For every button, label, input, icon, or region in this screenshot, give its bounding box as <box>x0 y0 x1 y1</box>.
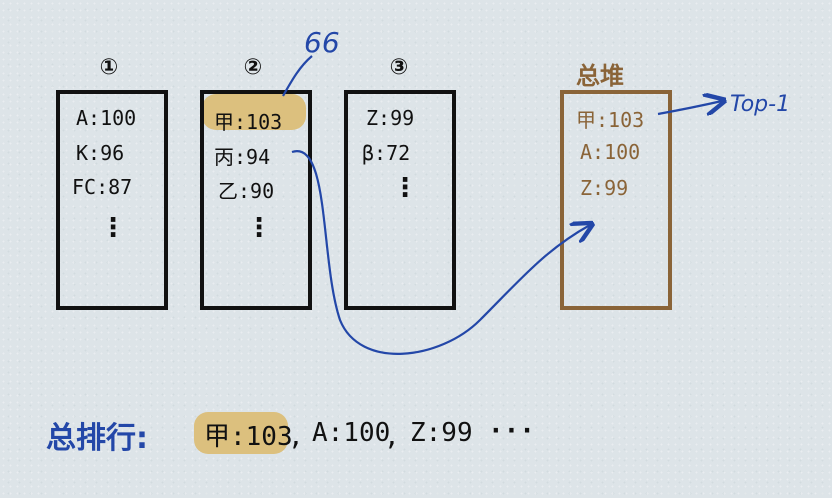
list-1-box <box>56 90 168 310</box>
list-1-entry: FC:87 <box>72 175 133 199</box>
highlight-ranking-top <box>194 412 288 454</box>
ranking-item: A:100 <box>312 418 391 448</box>
list-2-annotation: 66 <box>304 26 340 59</box>
list-3-box <box>344 90 456 310</box>
ranking-item: 甲:103 <box>204 422 293 452</box>
heap-box <box>560 90 672 310</box>
annotation-stroke <box>282 55 313 97</box>
list-3-entry: β:72 <box>362 141 411 165</box>
list-2-entry: 丙:94 <box>214 145 271 169</box>
heap-entry: Z:99 <box>580 176 629 200</box>
list-2-number: ② <box>243 55 263 80</box>
ranking-item: Z:99 <box>410 418 473 448</box>
top-1-arrow <box>657 101 722 114</box>
list-3-number: ③ <box>389 55 409 80</box>
list-2-entry: 乙:90 <box>218 179 275 203</box>
list-2-box <box>200 90 312 310</box>
heap-title: 总堆 <box>576 62 624 90</box>
list-1-entry: K:96 <box>76 141 125 165</box>
list-2-entry: 甲:103 <box>214 110 283 134</box>
top-1-label: Top-1 <box>730 92 791 117</box>
ranking-label: 总排行: <box>46 421 148 456</box>
highlight-list2-top <box>202 94 306 130</box>
heap-entry: A:100 <box>580 140 641 164</box>
list-1-number: ① <box>99 55 119 80</box>
ranking-separator: , <box>288 422 304 452</box>
push-arrow <box>291 150 590 355</box>
list-3-entry: Z:99 <box>366 106 415 130</box>
list-1-entry: A:100 <box>76 106 137 130</box>
heap-entry: 甲:103 <box>576 108 645 132</box>
ranking-ellipsis: ··· <box>488 416 535 446</box>
ranking-separator: , <box>384 422 400 452</box>
